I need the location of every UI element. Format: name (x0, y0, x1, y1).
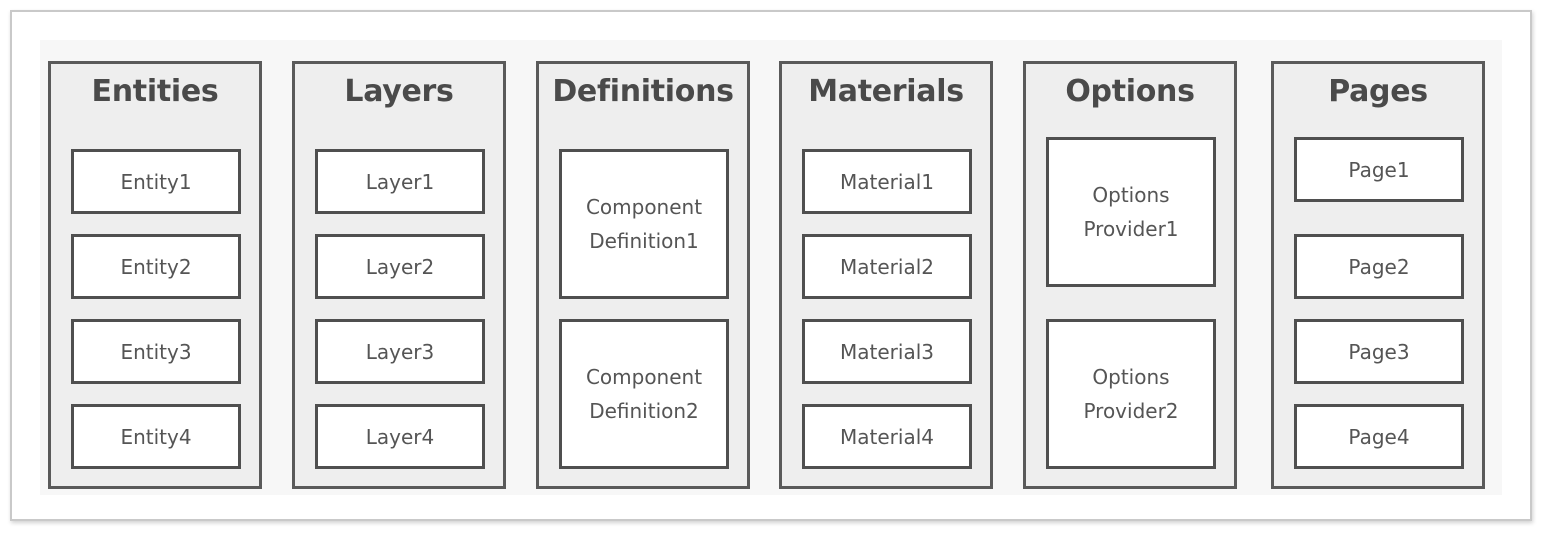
column-entities: Entities Entity1 Entity2 Entity3 Entity4 (48, 61, 262, 489)
item-layer-2: Layer2 (315, 234, 485, 299)
item-options-provider-1: Options Provider1 (1046, 137, 1216, 287)
column-title-definitions: Definitions (552, 74, 734, 109)
item-entity-3: Entity3 (71, 319, 241, 384)
item-component-definition-1: Component Definition1 (559, 149, 729, 299)
item-page-3: Page3 (1294, 319, 1464, 384)
column-definitions: Definitions Component Definition1 Compon… (536, 61, 750, 489)
column-title-materials: Materials (808, 74, 964, 109)
item-layer-4: Layer4 (315, 404, 485, 469)
item-material-3: Material3 (802, 319, 972, 384)
item-entity-1: Entity1 (71, 149, 241, 214)
column-title-entities: Entities (91, 74, 219, 109)
item-entity-2: Entity2 (71, 234, 241, 299)
column-options: Options Options Provider1 Options Provid… (1023, 61, 1237, 489)
item-page-4: Page4 (1294, 404, 1464, 469)
item-layer-3: Layer3 (315, 319, 485, 384)
column-materials: Materials Material1 Material2 Material3 … (779, 61, 993, 489)
item-material-1: Material1 (802, 149, 972, 214)
item-component-definition-2: Component Definition2 (559, 319, 729, 469)
column-title-options: Options (1065, 74, 1195, 109)
item-material-4: Material4 (802, 404, 972, 469)
item-options-provider-2: Options Provider2 (1046, 319, 1216, 469)
column-title-layers: Layers (344, 74, 454, 109)
item-material-2: Material2 (802, 234, 972, 299)
column-layers: Layers Layer1 Layer2 Layer3 Layer4 (292, 61, 506, 489)
item-page-2: Page2 (1294, 234, 1464, 299)
item-layer-1: Layer1 (315, 149, 485, 214)
diagram-canvas (40, 40, 1502, 495)
item-page-1: Page1 (1294, 137, 1464, 202)
column-title-pages: Pages (1328, 74, 1428, 109)
column-pages: Pages Page1 Page2 Page3 Page4 (1271, 61, 1485, 489)
item-entity-4: Entity4 (71, 404, 241, 469)
